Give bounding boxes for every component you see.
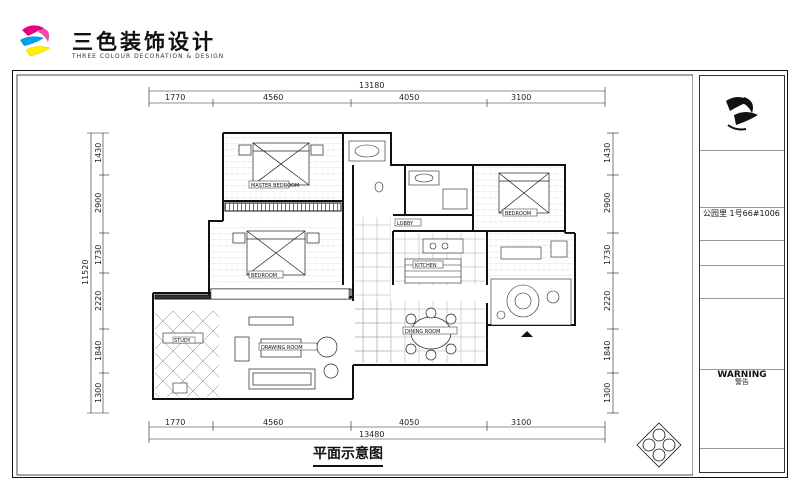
label-drawing-room: DRAWING ROOM [261, 345, 303, 351]
living-room-furniture [234, 316, 339, 390]
compass-marker [636, 422, 682, 468]
label-dining-room: DINING ROOM [405, 329, 440, 335]
dim-bottom-seg-1: 1770 [165, 418, 185, 427]
dim-left-seg-5: 1840 [94, 341, 103, 361]
title-block-footer [700, 449, 784, 477]
label-lobby: LOBBY [397, 221, 414, 227]
label-kitchen: KITCHEN [415, 263, 437, 269]
title-block-project: 公园里 1号66#1006 [700, 208, 784, 241]
balcony-floor [155, 311, 219, 397]
dim-top-seg-2: 4560 [263, 93, 283, 102]
label-bedroom-left: BEDROOM [251, 273, 277, 279]
drawing-sheet: 13180 1770 4560 4050 3100 1770 4560 4050… [12, 70, 788, 478]
dim-right-seg-2: 2900 [603, 193, 612, 213]
floor-plan-drawing: 13180 1770 4560 4050 3100 1770 4560 4050… [16, 74, 693, 476]
title-block-company [700, 151, 784, 208]
dim-right-seg-5: 1840 [603, 341, 612, 361]
three-color-logo-icon [20, 25, 51, 57]
dim-bottom-total: 13480 [359, 430, 384, 439]
dim-right-seg-6: 1300 [603, 383, 612, 403]
dim-left-seg-1: 1430 [94, 143, 103, 163]
warning-heading: WARNING [717, 370, 767, 380]
dim-left-seg-6: 1300 [94, 383, 103, 403]
label-master-bedroom: MASTER BEDROOM [251, 183, 299, 189]
title-block-drawing [700, 241, 784, 266]
label-bedroom-right: BEDROOM [505, 211, 531, 217]
title-block-logo [700, 76, 784, 151]
dim-left-seg-3: 1730 [94, 245, 103, 265]
top-dimension-lines [148, 87, 606, 107]
left-dimension-lines [87, 132, 109, 414]
brand-subtitle: THREE COLOUR DECORATION & DESIGN [72, 53, 225, 60]
dim-top-total: 13180 [359, 81, 384, 90]
study-furniture [500, 240, 568, 260]
brand-name: 三色装饰设计 [72, 30, 216, 54]
dim-top-seg-3: 4050 [399, 93, 419, 102]
bottom-dimension-lines [148, 421, 606, 443]
staircase [210, 288, 350, 300]
dim-left-seg-4: 2220 [94, 291, 103, 311]
title-block-warning: WARNING 警告 [700, 370, 784, 449]
dim-bottom-seg-4: 3100 [511, 418, 531, 427]
right-bed [498, 172, 550, 214]
dim-bottom-seg-2: 4560 [263, 418, 283, 427]
dim-left-seg-2: 2900 [94, 193, 103, 213]
dim-bottom-seg-3: 4050 [399, 418, 419, 427]
dim-top-seg-1: 1770 [165, 93, 185, 102]
left-bed [232, 230, 320, 276]
title-block-drawing-title [700, 266, 784, 299]
title-block: 公园里 1号66#1006 WARNING 警告 [699, 75, 785, 473]
master-bed [238, 142, 324, 186]
drawing-title: 平面示意图 [313, 443, 383, 467]
project-value: 公园里 1号66#1006 [703, 209, 780, 218]
company-logo: 三色装饰设计 THREE COLOUR DECORATION & DESIGN [18, 20, 258, 64]
dim-right-seg-3: 1730 [603, 245, 612, 265]
company-mark-icon [726, 97, 758, 131]
dim-right-seg-1: 1430 [603, 143, 612, 163]
right-dimension-lines [607, 132, 619, 414]
entrance-arrow-icon [521, 331, 533, 337]
dim-left-total: 11520 [81, 260, 90, 285]
title-block-grid [700, 299, 784, 370]
balcony-planter [490, 278, 572, 326]
label-study: STUDY [174, 338, 191, 344]
bathroom-fixtures [348, 140, 468, 210]
warning-heading-cn: 警告 [735, 378, 749, 386]
dim-top-seg-4: 3100 [511, 93, 531, 102]
dim-right-seg-4: 2220 [603, 291, 612, 311]
